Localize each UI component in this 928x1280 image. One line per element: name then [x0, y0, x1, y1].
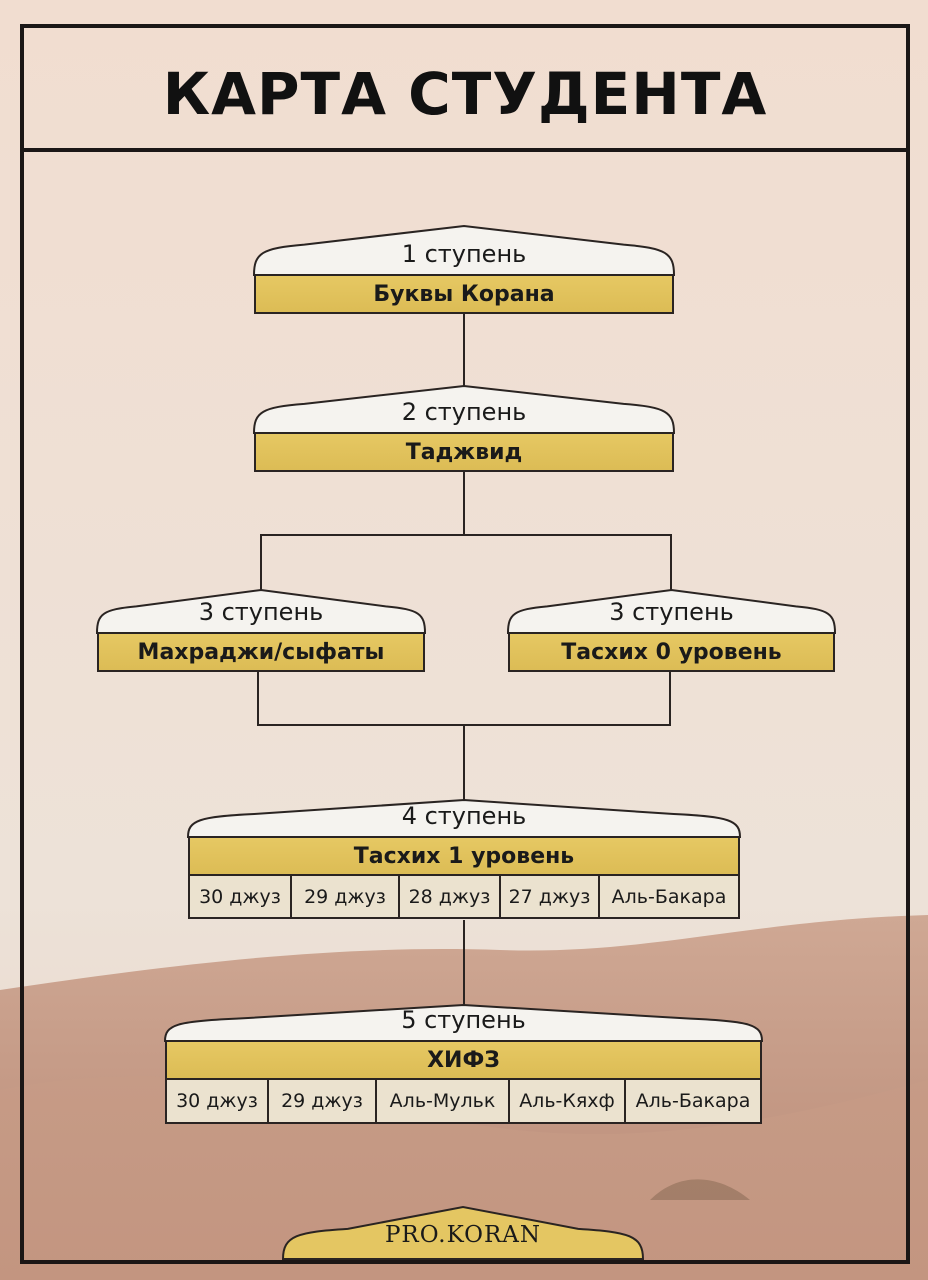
connector-line: [257, 672, 259, 726]
step-title: Тасхих 0 уровень: [508, 632, 835, 672]
step-cap: [97, 590, 425, 633]
step-item-cell: 28 джуз: [398, 874, 501, 919]
connector-line: [260, 534, 672, 536]
step-level-label: 1 ступень: [401, 240, 527, 268]
step-level-label: 2 ступень: [401, 398, 527, 426]
step-item-cell: Аль-Бакара: [624, 1078, 762, 1124]
connector-line: [463, 314, 465, 386]
step-level-label: 3 ступень: [198, 598, 324, 626]
page-title: КАРТА СТУДЕНТА: [162, 60, 768, 128]
poster-frame: [20, 24, 910, 1264]
step-item-cell: Аль-Мульк: [375, 1078, 510, 1124]
step-cap: [508, 590, 835, 633]
connector-line: [260, 534, 262, 590]
step-item-cell: 30 джуз: [188, 874, 292, 919]
step-title: Махраджи/сыфаты: [97, 632, 425, 672]
step-title: ХИФЗ: [165, 1040, 762, 1080]
step-cap: [254, 226, 674, 275]
step-cap: [165, 1005, 762, 1041]
step-item-cell: Аль-Кяхф: [508, 1078, 626, 1124]
step-level-label: 3 ступень: [609, 598, 734, 626]
brand-logo-text: PRO.KORAN: [384, 1222, 542, 1248]
connector-line: [463, 724, 465, 800]
step-level-label: 4 ступень: [401, 802, 527, 830]
step-item-cell: Аль-Бакара: [598, 874, 740, 919]
connector-line: [463, 472, 465, 534]
connector-line: [463, 920, 465, 1005]
footer-badge: [283, 1207, 643, 1259]
step-cap: [188, 800, 740, 837]
step-level-label: 5 ступень: [401, 1006, 526, 1034]
step-title: Тасхих 1 уровень: [188, 836, 740, 876]
step-item-cell: 29 джуз: [290, 874, 400, 919]
step-title: Таджвид: [254, 432, 674, 472]
connector-line: [670, 534, 672, 590]
step-title: Буквы Корана: [254, 274, 674, 314]
step-item-cell: 29 джуз: [267, 1078, 377, 1124]
step-cap: [254, 386, 674, 433]
step-item-cell: 27 джуз: [499, 874, 600, 919]
title-bar: КАРТА СТУДЕНТА: [20, 24, 910, 152]
step-item-cell: 30 джуз: [165, 1078, 269, 1124]
connector-line: [669, 672, 671, 726]
